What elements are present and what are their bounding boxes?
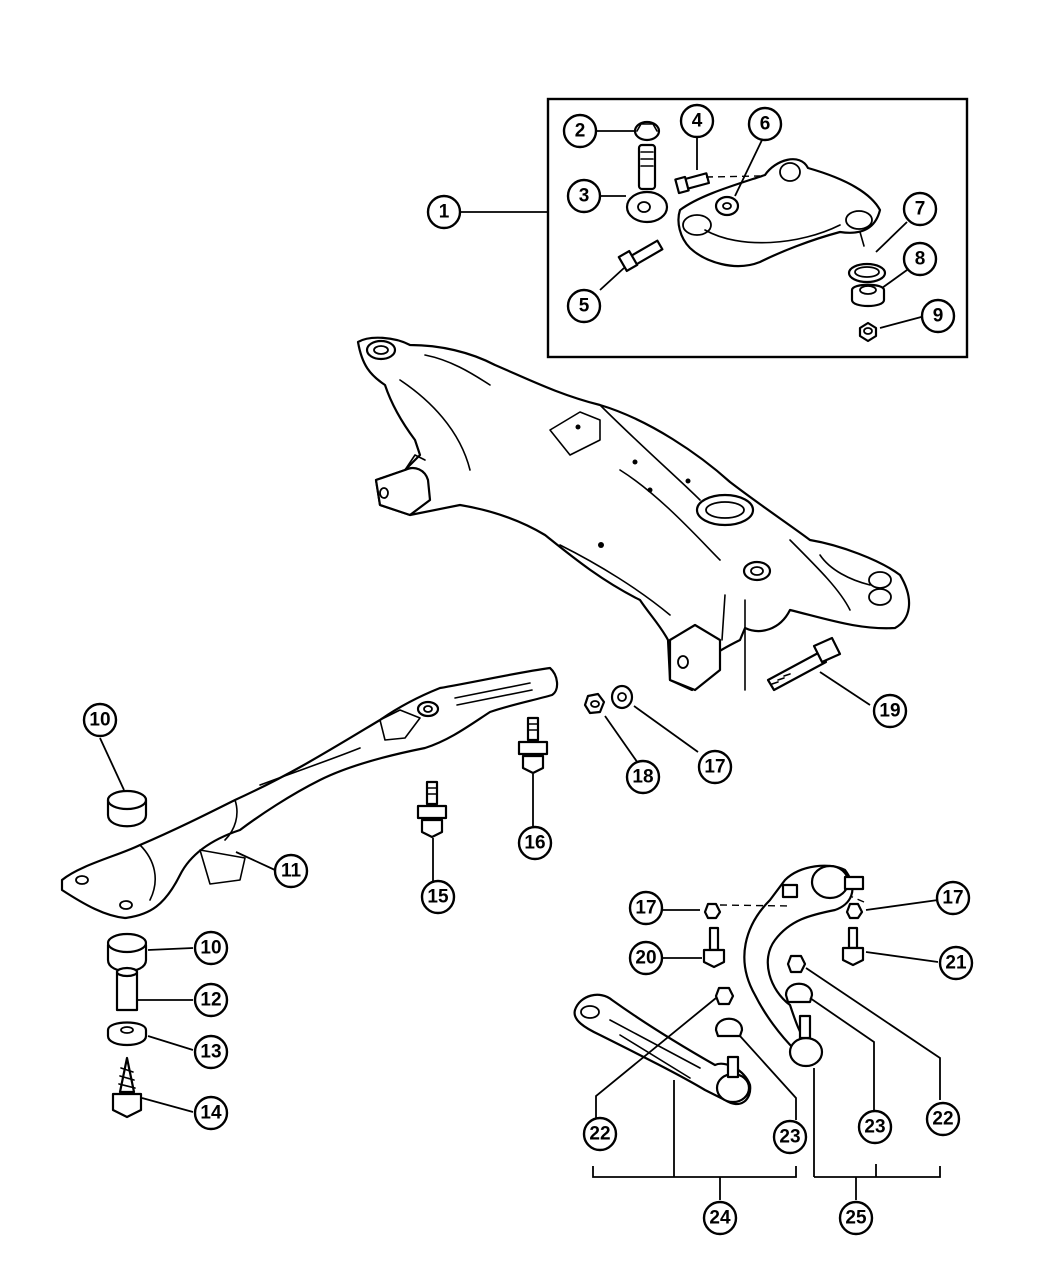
nut-17-right xyxy=(845,902,864,920)
callout-label: 17 xyxy=(942,888,963,909)
retaining-ring xyxy=(847,262,887,284)
callout-label: 19 xyxy=(879,701,900,722)
callout-20: 20 xyxy=(628,940,664,976)
callout-12: 12 xyxy=(193,982,229,1018)
callout-label: 17 xyxy=(635,898,656,919)
callout-10-upper: 10 xyxy=(82,702,118,738)
self-tapping-bolt xyxy=(111,1056,143,1119)
retainer-washer xyxy=(106,1021,148,1047)
callout-22-left: 22 xyxy=(582,1116,618,1152)
lower-control-arm-left xyxy=(573,993,752,1106)
callout-1: 1 xyxy=(426,194,462,230)
callout-24: 24 xyxy=(702,1200,738,1236)
callout-label: 9 xyxy=(933,306,944,327)
spacer-sleeve xyxy=(115,966,139,1012)
callout-label: 7 xyxy=(915,199,926,220)
nut-22-right xyxy=(786,954,807,974)
stud-bolt-16 xyxy=(517,716,549,775)
washer-17 xyxy=(610,684,634,710)
mount-cushion-lower xyxy=(106,932,148,973)
callout-3: 3 xyxy=(566,178,602,214)
nut-17-left xyxy=(703,902,722,920)
callout-21: 21 xyxy=(938,945,974,981)
stud-bolt-15 xyxy=(416,780,448,839)
callout-14: 14 xyxy=(193,1095,229,1131)
callout-23-right: 23 xyxy=(857,1109,893,1145)
callout-label: 24 xyxy=(709,1208,731,1229)
callout-label: 22 xyxy=(932,1109,953,1130)
pivot-bushing xyxy=(714,195,740,217)
callout-18: 18 xyxy=(625,759,661,795)
callout-17-right: 17 xyxy=(935,880,971,916)
callout-10-lower: 10 xyxy=(193,930,229,966)
callout-label: 20 xyxy=(635,948,656,969)
callout-17-crossmember: 17 xyxy=(697,749,733,785)
callout-label: 10 xyxy=(200,938,221,959)
callout-label: 23 xyxy=(864,1117,885,1138)
callout-label: 15 xyxy=(427,887,449,908)
bolt-alignment-line xyxy=(705,175,761,178)
callout-19: 19 xyxy=(872,693,908,729)
callout-label: 8 xyxy=(915,249,926,270)
flange-nut-small xyxy=(633,120,661,142)
callout-16: 16 xyxy=(517,825,553,861)
callout-label: 2 xyxy=(575,121,586,142)
bolt-21 xyxy=(841,926,865,967)
leader-lines xyxy=(99,130,941,1200)
nut-18 xyxy=(583,692,606,715)
callout-label: 23 xyxy=(779,1127,800,1148)
callout-label: 16 xyxy=(524,833,545,854)
callout-6: 6 xyxy=(747,106,783,142)
callout-label: 18 xyxy=(632,767,653,788)
callout-15: 15 xyxy=(420,879,456,915)
callout-label: 22 xyxy=(589,1124,610,1145)
bolt-20 xyxy=(702,926,726,969)
callout-13: 13 xyxy=(193,1034,229,1070)
callout-7: 7 xyxy=(902,191,938,227)
lower-control-arm-right xyxy=(743,864,865,1068)
boot-23-right xyxy=(784,982,814,1004)
hex-nut-inset xyxy=(858,321,878,343)
callout-5: 5 xyxy=(566,288,602,324)
callout-label: 21 xyxy=(945,953,967,974)
callout-label: 4 xyxy=(692,111,703,132)
callout-label: 12 xyxy=(200,990,221,1011)
alignment-line-right xyxy=(849,895,865,903)
callout-4: 4 xyxy=(679,103,715,139)
callout-label: 11 xyxy=(281,861,302,882)
callout-22-right: 22 xyxy=(925,1101,961,1137)
callout-label: 6 xyxy=(760,114,771,135)
callout-9: 9 xyxy=(920,298,956,334)
callout-label: 1 xyxy=(439,202,450,223)
ball-joint-link xyxy=(625,143,669,224)
callout-label: 10 xyxy=(89,710,110,731)
callout-label: 14 xyxy=(200,1103,222,1124)
boot-23-left xyxy=(714,1017,744,1038)
pivot-bolt-small xyxy=(674,172,711,195)
callout-17-left: 17 xyxy=(628,890,664,926)
nut-22-left xyxy=(714,986,735,1006)
callout-25: 25 xyxy=(838,1200,874,1236)
callout-23-left: 23 xyxy=(772,1119,808,1155)
front-crossmember xyxy=(356,336,911,692)
callout-label: 3 xyxy=(579,186,590,207)
callout-8: 8 xyxy=(902,241,938,277)
upper-control-arm xyxy=(677,158,882,268)
callout-label: 17 xyxy=(704,757,725,778)
callout-label: 5 xyxy=(579,296,590,317)
inset-box xyxy=(546,97,969,359)
callout-2: 2 xyxy=(562,113,598,149)
long-bolt-inset xyxy=(617,239,664,273)
mount-cushion-upper xyxy=(106,789,148,828)
transmission-crossmember xyxy=(60,666,559,920)
callout-11: 11 xyxy=(273,853,309,889)
callout-label: 13 xyxy=(200,1042,221,1063)
long-bolt xyxy=(766,636,842,692)
bushing-washer xyxy=(850,283,886,308)
callout-label: 25 xyxy=(845,1208,867,1229)
